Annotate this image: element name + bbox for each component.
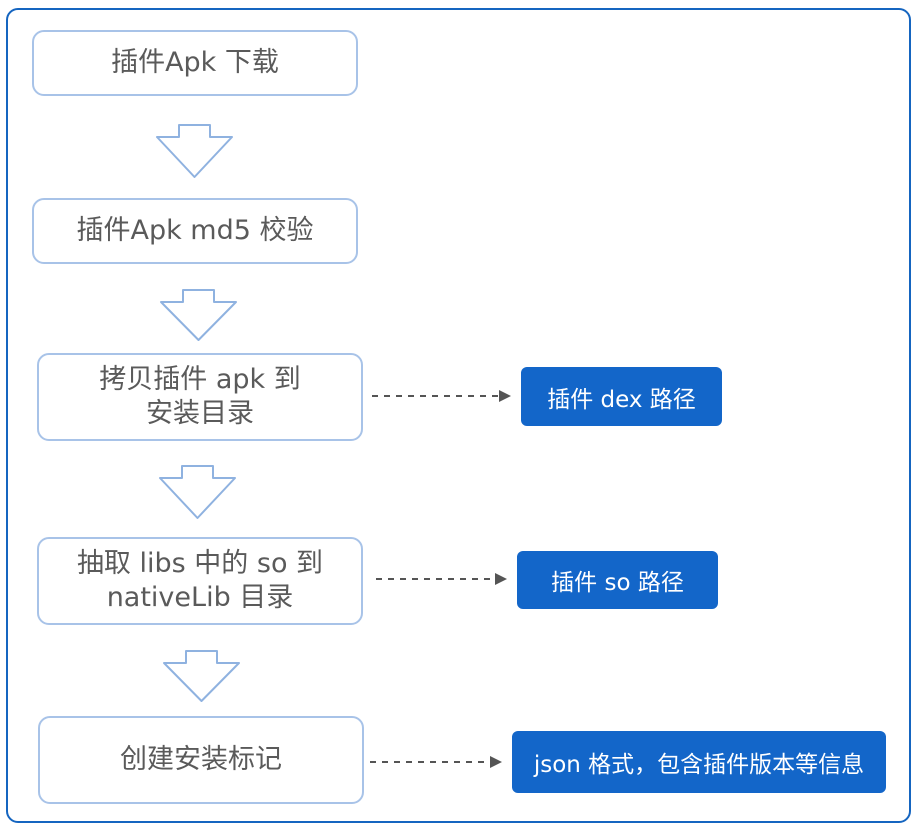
output-so-path: 插件 so 路径: [517, 551, 718, 609]
step-copy-apk: 拷贝插件 apk 到 安装目录: [37, 353, 363, 441]
step-create-install-marker-label: 创建安装标记: [120, 744, 282, 775]
output-dex-path-label: 插件 dex 路径: [547, 386, 696, 413]
output-so-path-label: 插件 so 路径: [551, 570, 684, 596]
step-extract-so-label: 抽取 libs 中的 so 到 nativeLib 目录: [76, 548, 324, 613]
step-copy-apk-label: 拷贝插件 apk 到 安装目录: [99, 364, 301, 429]
step-create-install-marker: 创建安装标记: [38, 716, 364, 804]
step-md5-verify-label: 插件Apk md5 校验: [76, 215, 314, 246]
output-dex-path: 插件 dex 路径: [521, 367, 722, 426]
step-apk-download: 插件Apk 下载: [32, 30, 358, 96]
output-install-marker-json: json 格式，包含插件版本等信息: [512, 731, 886, 793]
step-md5-verify: 插件Apk md5 校验: [32, 198, 358, 264]
output-install-marker-json-label: json 格式，包含插件版本等信息: [533, 752, 865, 778]
step-extract-so: 抽取 libs 中的 so 到 nativeLib 目录: [37, 537, 363, 625]
step-apk-download-label: 插件Apk 下载: [111, 47, 279, 78]
